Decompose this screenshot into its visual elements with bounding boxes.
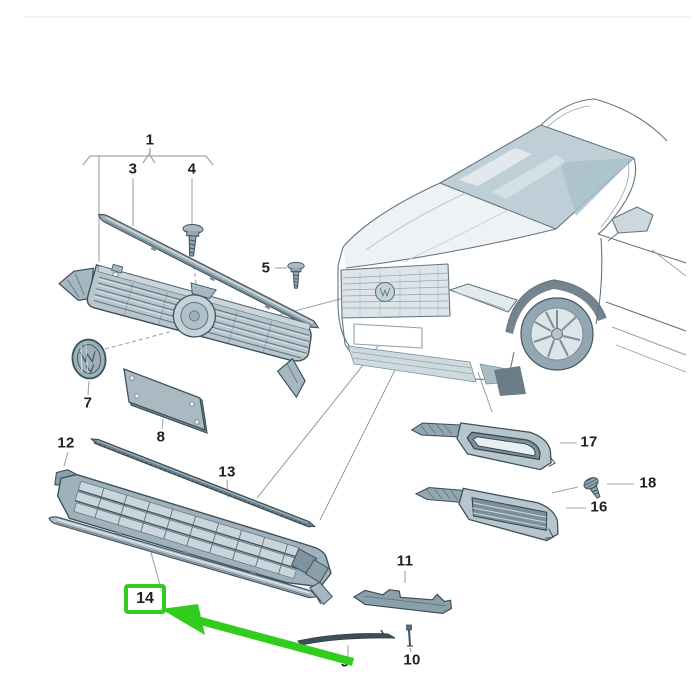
part-8-plate-bracket (123, 367, 208, 434)
part-16-fog-grille-slatted (414, 487, 559, 542)
part-label-8: 8 (156, 428, 166, 446)
car-mirror (611, 206, 654, 234)
car-illustration (337, 98, 687, 396)
part-11-bracket-strip (352, 589, 453, 614)
part-label-13: 13 (218, 463, 236, 481)
part-label-16: 16 (590, 498, 608, 516)
part-7-vw-emblem (71, 338, 107, 380)
part-label-11: 11 (396, 552, 414, 570)
part-18-clip (583, 477, 601, 499)
part-9-lip-strip (297, 629, 396, 646)
part-label-1: 1 (145, 131, 155, 149)
car-headlight (449, 283, 518, 313)
part-14-chrome-strip (48, 516, 322, 605)
part-label-3: 3 (128, 160, 138, 178)
part-label-9: 9 (340, 653, 350, 671)
part-label-18: 18 (639, 474, 657, 492)
part-10-screw (406, 624, 413, 647)
part-label-12: 12 (57, 434, 75, 452)
part-label-10: 10 (403, 651, 421, 669)
part-13-serrated-strip (89, 438, 317, 528)
part-3-upper-trim-strip (97, 213, 320, 329)
part-17-fog-grille-open (410, 422, 556, 471)
part-label-4: 4 (187, 160, 197, 178)
car-vw-emblem (374, 281, 396, 303)
part-5-screw (287, 261, 305, 289)
part-4-screw (182, 223, 204, 257)
upper-radiator-grille (58, 263, 312, 399)
part-label-17: 17 (580, 433, 598, 451)
part-label-5: 5 (261, 259, 271, 277)
car-grille (340, 263, 451, 319)
highlighted-part-label-14: 14 (124, 584, 166, 614)
car-license-plate (353, 323, 423, 349)
car-wheel (520, 297, 594, 371)
group-bracket-part1 (82, 148, 214, 166)
part-label-7: 7 (83, 394, 93, 412)
lower-bumper-grille (54, 469, 333, 606)
